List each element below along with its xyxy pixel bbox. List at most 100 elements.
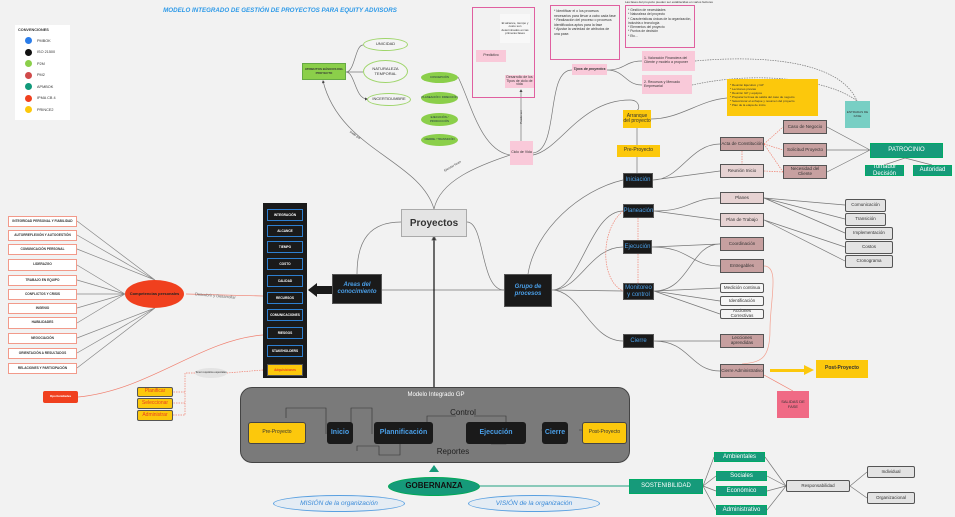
patrocinio-node: PATROCINIO [870, 143, 943, 158]
acciones-correctivas: Acciones Correctivas [720, 308, 764, 319]
competencia-item: TRABAJO EN EQUIPO [8, 275, 77, 286]
entregables: Entregables [720, 259, 764, 273]
lecciones-aprendidas: Lecciones aprendidas [720, 334, 764, 348]
grupo-cierre: Cierre [623, 334, 654, 348]
competencia-item: INTEGRIDAD PERSONAL Y FIABILIDAD [8, 216, 77, 227]
tipo-recursos: 2. Recursos y Mercado Empresarial [642, 75, 692, 94]
ka-alcance: ALCANCE [267, 225, 303, 237]
ka-stakeholders: STAKEHOLDERS [267, 345, 303, 357]
ka-tiempo: TIEMPO [267, 241, 303, 253]
vision-node: VISIÓN de la organización [468, 495, 600, 512]
page-title: MODELO INTEGRADO DE GESTIÓN DE PROYECTOS… [163, 6, 397, 14]
naturaleza-node: NATURALEZA TEMPORAL [363, 60, 408, 83]
salidas-fase: SALIDAS DE FASE [777, 391, 809, 418]
arranque-item: * Lecciones previas [730, 87, 757, 92]
legend-label: IPMA CB 4 [37, 96, 56, 101]
sost-economico: Económico [716, 486, 767, 496]
sost-sociales: Sociales [716, 471, 767, 481]
entradas-fase: ENTRADAS DE FASE [845, 101, 870, 128]
arrow-head-icon [804, 365, 814, 375]
factor: * Características únicas de la organizac… [628, 16, 692, 25]
acta-constitucion: Acta de Constitución [720, 137, 764, 151]
plan-comunicacion: Comunicación [845, 199, 886, 212]
ka-integracion: INTEGRACIÓN [267, 209, 303, 221]
arranque-list: * Reunión Ejecutivo y GP* Lecciones prev… [727, 79, 818, 116]
plan-cronograma: Cronograma [845, 255, 893, 268]
factor: * Puntos de decisión [628, 29, 659, 34]
legend-label: PM2 [37, 73, 45, 78]
ka-costo: COSTO [267, 258, 303, 270]
note-line: * Ajustar la variedad de atributos de un… [554, 27, 610, 36]
competencia-item: NEGOCIACIÓN [8, 333, 77, 344]
legend-item: APMBOK [25, 81, 70, 93]
solicitud-proyecto: Solicitud Proyecto [783, 143, 827, 157]
arranque-item: * Plan de la etapa de inicio [730, 103, 766, 108]
legend: CONVENCIONES PMBOK ISO 21500 P2M PM2 APM… [15, 25, 70, 120]
arranque-item: * Reunión GP y equipos [730, 91, 762, 96]
arranque-item: * Seleccionar el enfoque y resumen del p… [730, 99, 795, 104]
competencia-item: COMUNICACIÓN PERSONAL [8, 244, 77, 255]
modelo-title: Modelo Integrado GP [407, 391, 465, 398]
fases-factors: * Gestión de necesidades* Naturaleza del… [625, 5, 695, 48]
legend-label: ISO 21500 [37, 50, 56, 55]
legend-item: P2M [25, 58, 70, 70]
mision-node: MISIÓN de la organización [273, 495, 405, 512]
fases-caption: Las fases del proyecto pueden ser establ… [625, 0, 713, 4]
factor: * Etc... [628, 33, 638, 38]
ka-adquisiciones: Adquisiciones [267, 364, 303, 376]
atributos-node: ATRIBUTOS BÁSICOS DEL PROYECTO [302, 63, 346, 80]
note-line: * Realización del proceso o procesos ide… [554, 18, 612, 27]
grupo-monitoreo: Monitoreo y control [623, 283, 654, 300]
gobernanza-node: GOBERNANZA [388, 477, 480, 496]
arrow-left-shaft [316, 286, 332, 294]
modelo-reportes: Reportes [436, 446, 470, 456]
factor: * Gestión de necesidades [628, 8, 666, 12]
legend-label: PRINCE2 [37, 107, 54, 112]
planificar: Planificar [137, 387, 173, 397]
ka-riesgos: RIESGOS [267, 327, 303, 339]
legend-item: PRINCE2 [25, 104, 70, 116]
fase-cierre: CIERRE / TRANSICIÓN [421, 134, 458, 146]
competencia-item: HABILIDADES [8, 317, 77, 329]
modelo-planificacion: Plannificación [374, 422, 433, 444]
sost-ambientales: Ambientales [714, 452, 765, 462]
edge-label-puede-ser: Puede ser [518, 110, 523, 124]
competencia-item: LIDERAZGO [8, 259, 77, 271]
competencia-item: AUTORREFLEXIÓN Y AUTOGESTIÓN [8, 230, 77, 241]
pm2-dot-icon [25, 71, 32, 79]
legend-label: P2M [37, 61, 45, 66]
plan-transicion: Transición [845, 213, 886, 226]
legend-item: IPMA CB 4 [25, 93, 70, 105]
unicidad-node: UNICIDAD [363, 38, 408, 51]
autoridad: Autoridad [913, 165, 952, 176]
sostenibilidad-node: SOSTENIBILIDAD [629, 479, 703, 494]
fase-ejecucion: EJECUCIÓN / PRODUCCIÓN [421, 113, 458, 126]
legend-title: CONVENCIONES [18, 28, 49, 32]
grupo-ejecucion: Ejecución [623, 240, 652, 254]
fase-planeacion: PLANEACIÓN / DIRECCIÓN [421, 92, 458, 104]
plan-costos: Costos [845, 241, 893, 254]
modelo-pre-proyecto: Pre-Proyecto [248, 422, 306, 444]
tomador-decision: Tomador Decisión [865, 164, 904, 177]
plan-implementacion: Implementación [845, 227, 893, 240]
note-line: * Identificar el o los procesos necesari… [554, 9, 616, 18]
arrow-left-icon [308, 283, 317, 297]
medicion-continua: Medición continua [720, 283, 764, 293]
fase-concepcion: CONCEPCIÓN [421, 72, 458, 83]
prince2-dot-icon [25, 106, 32, 114]
resp-individual: Individual [867, 466, 915, 478]
incertidumbre-node: INCERTIDUMBRE [367, 93, 411, 106]
legend-item: ISO 21500 [25, 47, 70, 59]
arranque-node: Arranque del proyecto [623, 110, 651, 128]
ipma-dot-icon [25, 94, 32, 102]
procesos-note: * Identificar el o los procesos necesari… [550, 5, 620, 60]
pre-proyecto-node: Pre-Proyecto [617, 145, 660, 157]
predictivo-node: Predictivo [476, 50, 506, 62]
legend-item: PM2 [25, 70, 70, 82]
factor: * Elementos del proyecto [628, 25, 665, 30]
arranque-item: * Reunión Ejecutivo y GP [730, 83, 764, 87]
iso-dot-icon [25, 48, 32, 56]
modelo-cierre: Cierre [542, 422, 568, 444]
grupo-iniciacion: Iniciación [623, 173, 653, 188]
post-proyecto-node: Post-Proyecto [816, 360, 868, 378]
